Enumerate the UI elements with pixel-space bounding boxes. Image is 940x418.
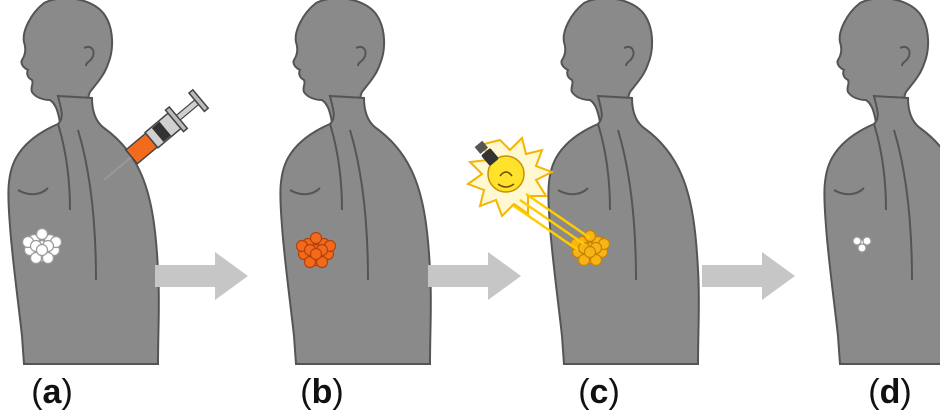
tumor-cell — [853, 237, 861, 245]
tumor-cell — [863, 237, 871, 245]
tumor-cell — [37, 245, 48, 256]
tumor-cell — [311, 233, 322, 244]
tumor-cell — [37, 229, 48, 240]
panel-c — [548, 0, 699, 364]
panel-label-d: (d) — [850, 372, 930, 412]
panel-b — [280, 0, 431, 364]
tumor-cell — [858, 244, 866, 252]
panel-label-c: (c) — [559, 372, 639, 412]
arrow-right-icon — [702, 252, 795, 300]
panel-label-b: (b) — [282, 372, 362, 412]
arrow-right-icon — [428, 252, 521, 300]
human-torso-figure — [824, 0, 940, 364]
human-torso-figure — [8, 0, 159, 364]
tumor-cell — [311, 249, 322, 260]
panel-a — [8, 0, 209, 364]
tumor-cell — [585, 247, 596, 258]
panel-label-a: (a) — [12, 372, 92, 412]
arrow-right-icon — [155, 252, 248, 300]
panel-d — [824, 0, 940, 364]
human-torso-figure — [548, 0, 699, 364]
human-torso-figure — [280, 0, 431, 364]
